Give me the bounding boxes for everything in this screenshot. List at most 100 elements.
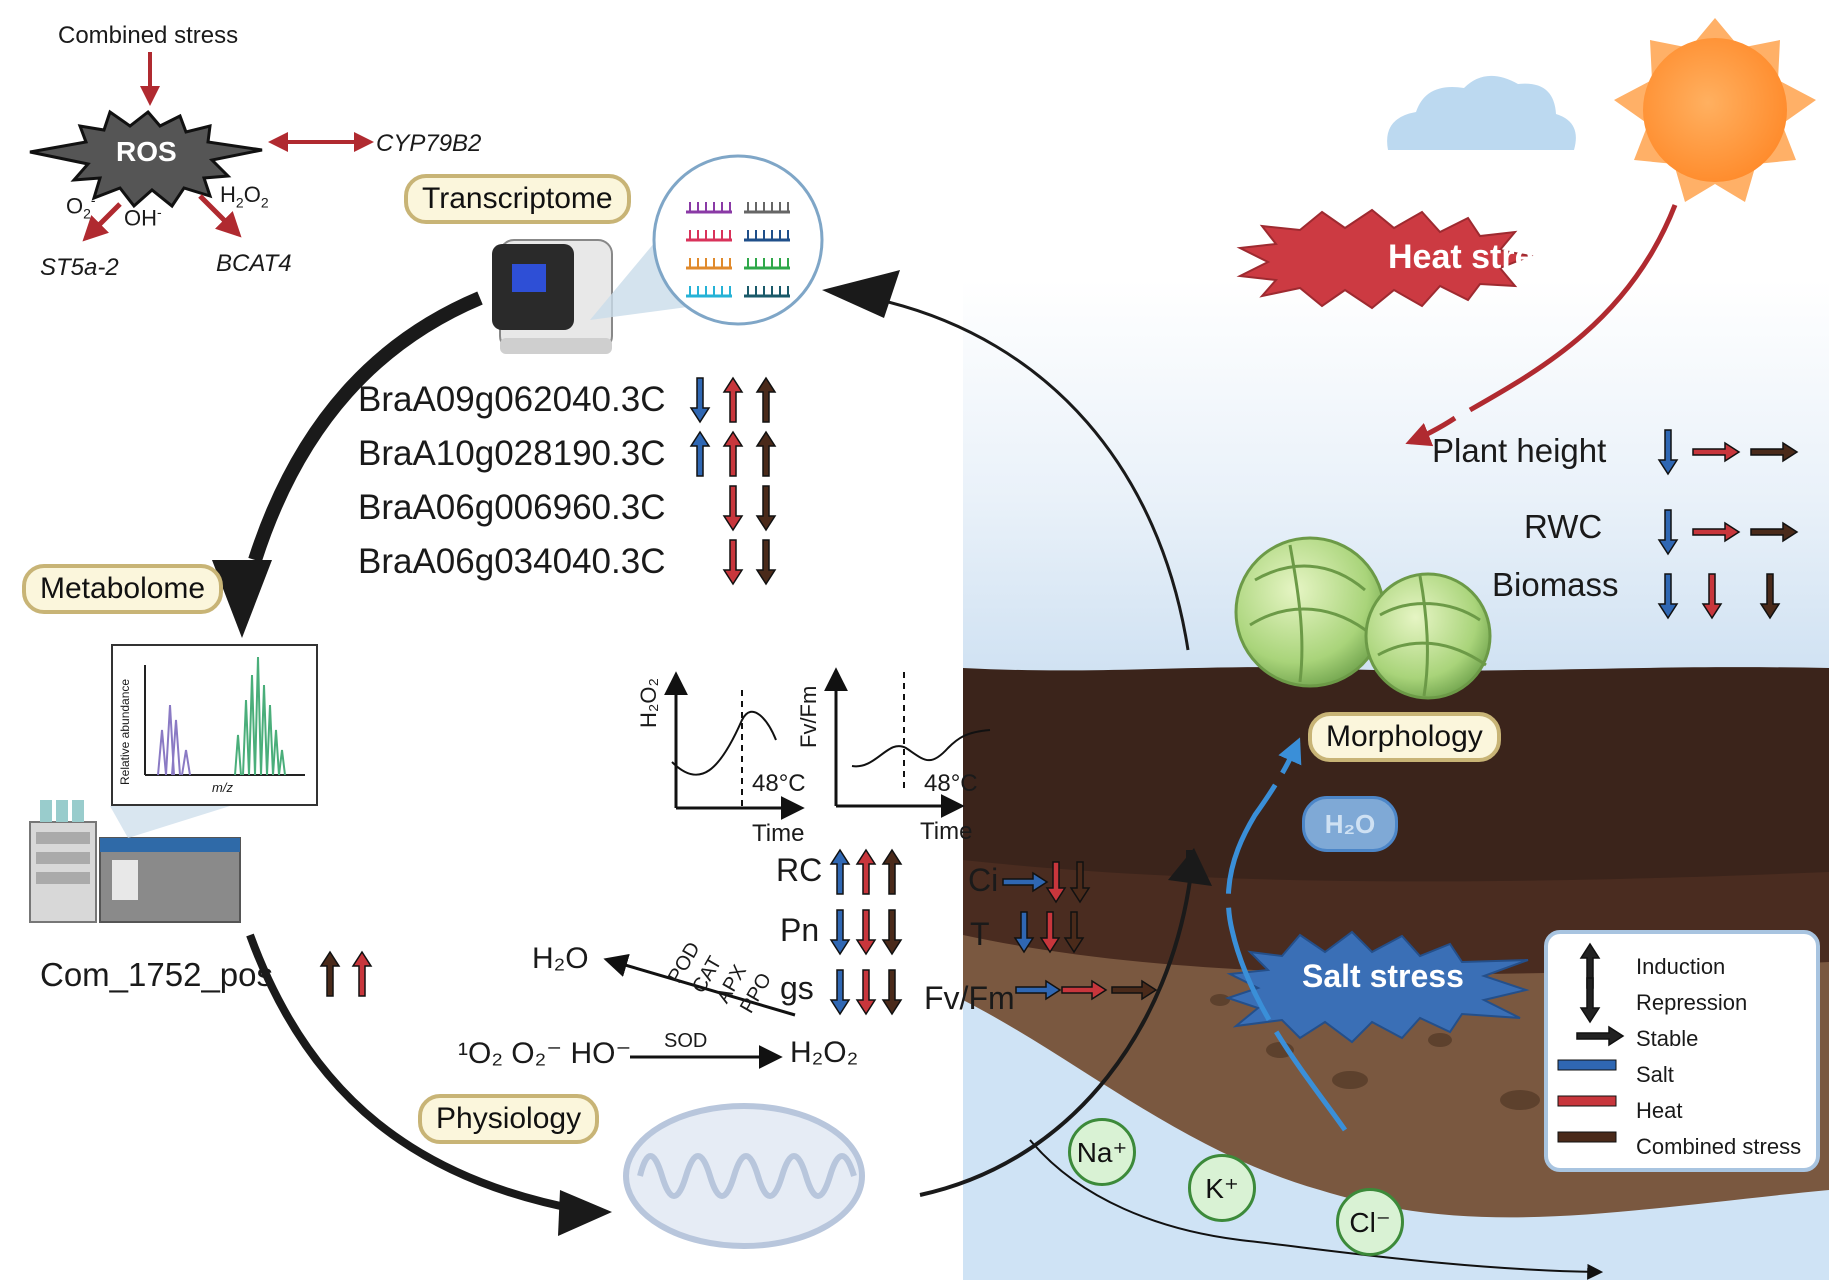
gene-heat-arrow bbox=[722, 539, 744, 586]
physiology-combined-arrow bbox=[1111, 979, 1158, 1001]
spectrum-peak bbox=[266, 704, 274, 776]
heat-stress-starburst bbox=[1236, 208, 1534, 310]
spectrum-xlabel: m/z bbox=[212, 780, 233, 795]
mini-chart-xlabel: Time bbox=[752, 820, 805, 847]
spectrum-peak bbox=[272, 729, 280, 776]
sequencing-reads-zoom bbox=[652, 154, 824, 326]
legend-swatch bbox=[1557, 1131, 1617, 1143]
mini-chart-xlabel: Time bbox=[920, 818, 973, 845]
physiology-combined-arrow bbox=[881, 909, 903, 956]
physiology-combined-arrow bbox=[1069, 861, 1091, 904]
cycle-arrowhead-physiology bbox=[558, 1190, 612, 1236]
physiology-label: Physiology bbox=[418, 1094, 600, 1144]
salt-stress-title: Salt stress bbox=[1302, 958, 1464, 994]
legend-label: Induction bbox=[1636, 954, 1726, 979]
spectrum-ylabel: Relative abundance bbox=[118, 678, 132, 785]
physiology-salt-arrow bbox=[1013, 911, 1035, 954]
mini-chart-marker: 48°C bbox=[752, 770, 806, 797]
trait-combined-arrow bbox=[1750, 441, 1799, 463]
ros-reactants-label: ¹O₂ O₂⁻ HO⁻ bbox=[458, 1037, 632, 1070]
gene-heat-arrow bbox=[722, 430, 744, 477]
cycle-arrowhead-transcriptome bbox=[822, 270, 900, 318]
legend-label: Heat bbox=[1636, 1098, 1683, 1123]
ros-label: ROS bbox=[116, 136, 177, 167]
metabolite-label: Com_1752_pos bbox=[40, 956, 273, 993]
legend-label: Salt bbox=[1636, 1062, 1674, 1087]
gene-salt-arrow bbox=[689, 430, 711, 477]
cloud bbox=[1387, 75, 1576, 150]
trait-label: RWC bbox=[1524, 508, 1603, 545]
trait-salt-arrow bbox=[1657, 509, 1679, 556]
spectrum-peak bbox=[157, 729, 167, 776]
regulation-arrows bbox=[319, 376, 1799, 1143]
physiology-salt-arrow bbox=[829, 969, 851, 1016]
gene-salt-arrow bbox=[689, 377, 711, 424]
morphology-label: Morphology bbox=[1308, 712, 1501, 762]
trait-salt-arrow bbox=[1657, 573, 1679, 620]
gene-combined-arrow bbox=[755, 376, 777, 423]
cycle-arrowhead-metabolome bbox=[212, 560, 272, 638]
sun-icon bbox=[1614, 18, 1816, 202]
sodium-ion: Na⁺ bbox=[1068, 1118, 1136, 1186]
physiology-row-label: Ci bbox=[968, 862, 999, 898]
mini-chart-marker: 48°C bbox=[924, 770, 978, 797]
spectrum-peak bbox=[171, 719, 181, 776]
physiology-combined-arrow bbox=[881, 848, 903, 895]
superoxide-species: O2- bbox=[66, 192, 96, 222]
spectrum-box bbox=[111, 644, 318, 806]
bcat4-gene: BCAT4 bbox=[216, 250, 292, 277]
physiology-heat-arrow bbox=[1061, 979, 1108, 1001]
physiology-row-label: T bbox=[970, 916, 990, 952]
mass-spectrometer-icon bbox=[29, 800, 241, 923]
trait-combined-arrow bbox=[1750, 521, 1799, 543]
legend-label: Combined stress bbox=[1636, 1134, 1802, 1159]
mitochondrion-icon bbox=[623, 1103, 865, 1249]
sod-label: SOD bbox=[664, 1030, 708, 1052]
physiology-salt-arrow bbox=[829, 909, 851, 956]
saline-water bbox=[963, 1000, 1829, 1280]
h2o2-mini-chart bbox=[664, 671, 805, 820]
legend-box bbox=[1544, 930, 1820, 1172]
physiology-heat-arrow bbox=[855, 909, 877, 956]
physiology-row-label: RC bbox=[776, 852, 823, 888]
physiology-heat-arrow bbox=[1045, 861, 1067, 904]
combined-stress-label: Combined stress bbox=[58, 22, 239, 49]
gene-label: BraA09g062040.3C bbox=[358, 380, 666, 419]
ros-to-bcat4-arrow bbox=[198, 194, 242, 238]
gene-heat-arrow bbox=[722, 376, 744, 423]
spectrum-peak bbox=[260, 684, 268, 776]
gene-heat-arrow bbox=[722, 485, 744, 532]
spectrum-peak bbox=[181, 749, 191, 776]
cycle-arrow-physiology-to-morphology bbox=[919, 879, 1192, 1197]
trait-heat-arrow bbox=[1692, 521, 1741, 543]
legend-stable-icon bbox=[1576, 1025, 1625, 1047]
trait-label: Plant height bbox=[1432, 432, 1607, 469]
sequencer-device-icon bbox=[492, 239, 613, 354]
ion-flow-line bbox=[1029, 1139, 1604, 1280]
gene-combined-arrow bbox=[755, 430, 777, 477]
legend-label: Stable bbox=[1636, 1026, 1699, 1051]
physiology-combined-arrow bbox=[881, 969, 903, 1016]
cycle-arrow-transcriptome-to-metabolome bbox=[248, 291, 483, 563]
heat-stress-title: Heat stress bbox=[1388, 238, 1572, 276]
st5a2-gene: ST5a-2 bbox=[40, 254, 119, 281]
chloride-ion: Cl⁻ bbox=[1336, 1188, 1404, 1256]
water-uptake-arrow bbox=[1225, 737, 1348, 1132]
salt-stress-starburst bbox=[1224, 930, 1530, 1044]
spectrum-peak bbox=[254, 656, 262, 776]
ms-zoom-cone bbox=[110, 806, 230, 838]
transcriptome-label: Transcriptome bbox=[404, 174, 631, 224]
cyp79b2-gene: CYP79B2 bbox=[376, 130, 482, 157]
spectrum-peak bbox=[234, 734, 242, 776]
spectrum-peak bbox=[278, 749, 286, 776]
gene-label: BraA06g006960.3C bbox=[358, 488, 666, 527]
physiology-heat-arrow bbox=[855, 969, 877, 1016]
legend-repression-icon bbox=[1579, 977, 1601, 1024]
ros-to-st5a2-arrow bbox=[82, 202, 122, 242]
sequencing-reads-icon bbox=[686, 202, 790, 298]
physiology-heat-arrow bbox=[855, 848, 877, 895]
spectrum-peak bbox=[242, 699, 250, 776]
legend-swatch bbox=[1557, 1095, 1617, 1107]
